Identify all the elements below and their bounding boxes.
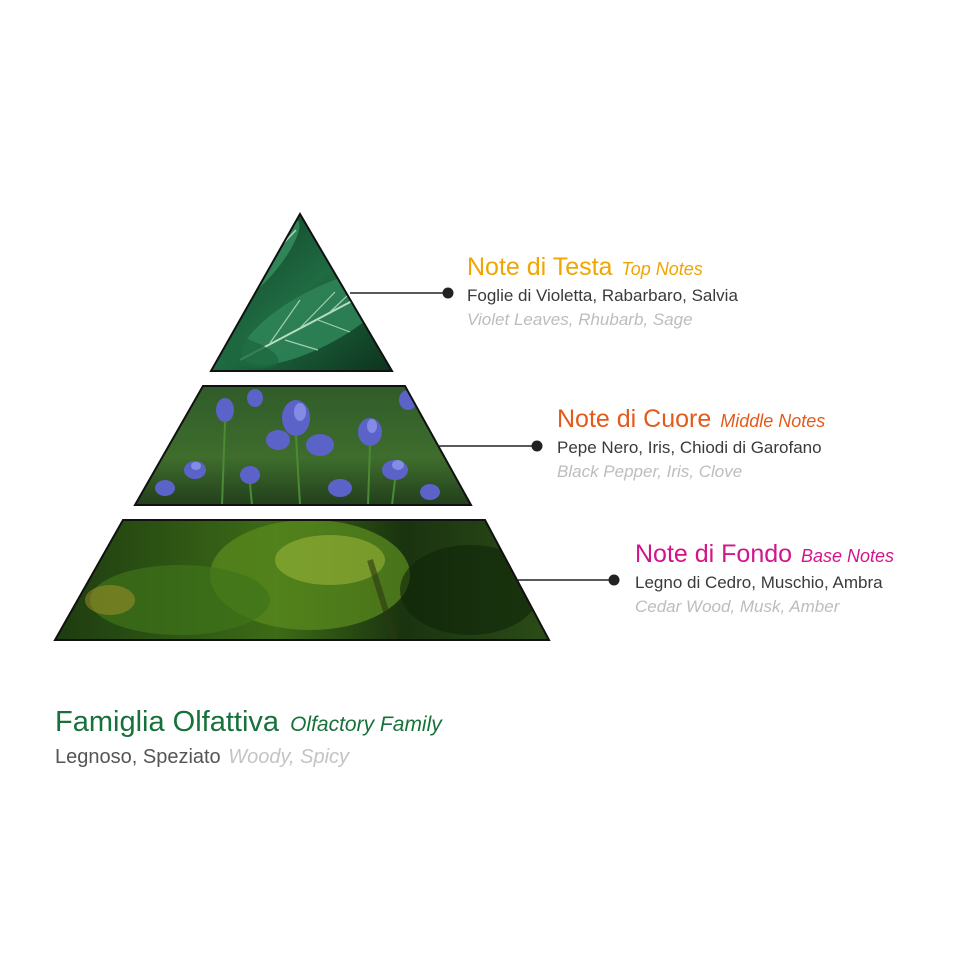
base-tier-outline — [53, 519, 551, 641]
olfactory-family-value-en: Woody, Spicy — [228, 746, 350, 768]
olfactory-family-title-it: Famiglia Olfattiva — [55, 706, 280, 738]
olfactory-family-title-en: Olfactory Family — [290, 713, 442, 736]
top-connector — [350, 287, 454, 299]
middle-notes-title: Note di Cuore Middle Notes — [557, 404, 825, 436]
base-notes-list-it: Legno di Cedro, Muschio, Ambra — [635, 573, 883, 592]
top-notes-title-en: Top Notes — [621, 259, 703, 279]
middle-connector — [437, 440, 543, 452]
middle-tier-outline — [133, 385, 473, 506]
middle-notes-list-en: Black Pepper, Iris, Clove — [557, 462, 743, 481]
base-notes-block: Note di Fondo Base Notes Legno di Cedro,… — [635, 539, 894, 619]
middle-notes-title-en: Middle Notes — [720, 411, 826, 431]
top-notes-title: Note di Testa Top Notes — [467, 252, 738, 284]
base-tier-image — [55, 520, 549, 640]
base-connector — [517, 574, 620, 586]
olfactory-family-value-it: Legnoso, Speziato — [55, 746, 221, 768]
middle-notes-list-it: Pepe Nero, Iris, Chiodi di Garofano — [557, 438, 822, 457]
top-notes-title-it: Note di Testa — [467, 253, 613, 281]
base-notes-list-en: Cedar Wood, Musk, Amber — [635, 597, 840, 616]
top-notes-list-it: Foglie di Violetta, Rabarbaro, Salvia — [467, 286, 738, 305]
middle-notes-block: Note di Cuore Middle Notes Pepe Nero, Ir… — [557, 404, 825, 484]
base-notes-title-en: Base Notes — [801, 546, 895, 566]
base-notes-title: Note di Fondo Base Notes — [635, 539, 894, 571]
top-tier-outline — [209, 211, 394, 372]
middle-notes-title-it: Note di Cuore — [557, 405, 712, 433]
olfactory-family-value: Legnoso, Speziato Woody, Spicy — [55, 743, 442, 771]
top-tier-image — [211, 214, 392, 371]
olfactory-family-block: Famiglia Olfattiva Olfactory Family Legn… — [55, 704, 442, 771]
middle-tier-image — [135, 386, 471, 505]
top-notes-list-en: Violet Leaves, Rhubarb, Sage — [467, 310, 693, 329]
base-notes-title-it: Note di Fondo — [635, 540, 793, 568]
olfactory-family-title: Famiglia Olfattiva Olfactory Family — [55, 704, 442, 743]
top-notes-block: Note di Testa Top Notes Foglie di Violet… — [467, 252, 738, 332]
